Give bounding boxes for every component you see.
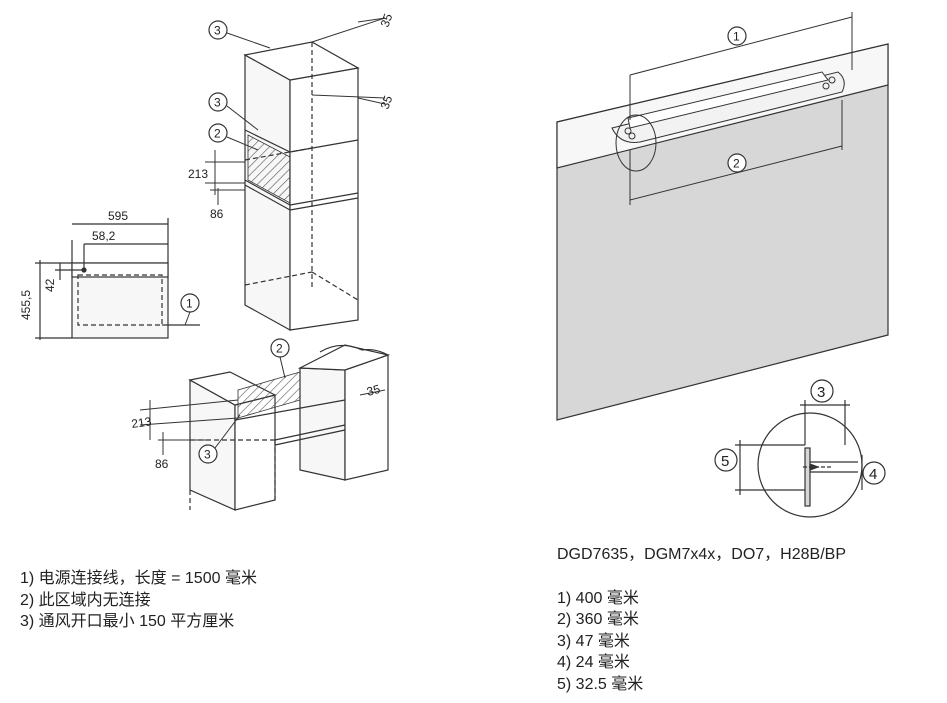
dim-35-lower: 35 [365, 382, 382, 399]
tall-unit-dimensions [205, 17, 386, 205]
door-handle [611, 71, 845, 143]
callout-2-handle: 2 [727, 153, 747, 173]
dim-455-5: 455,5 [19, 290, 33, 320]
svg-text:3: 3 [214, 96, 221, 110]
svg-text:1: 1 [733, 30, 740, 44]
handle-dimensions [629, 12, 853, 205]
svg-text:3: 3 [214, 24, 221, 38]
dimension-item-1: 1) 400 毫米 [557, 589, 639, 607]
handle-detail-circle-left [615, 114, 657, 172]
legend-item-3: 3) 通风开口最小 150 平方厘米 [20, 613, 235, 630]
legend-item-1: 1) 电源连接线，长度 = 1500 毫米 [20, 570, 257, 587]
dim-58-2: 58,2 [92, 229, 116, 243]
tall-housing-unit [243, 41, 360, 332]
callout-1-handle: 1 [727, 26, 747, 46]
svg-text:3: 3 [204, 448, 211, 462]
svg-text:2: 2 [214, 127, 221, 141]
callout-2-lower: 2 [270, 338, 290, 379]
dim-213-lower: 213 [130, 414, 152, 431]
front-view-oven [35, 218, 200, 340]
callout-3-detail: 3 [810, 379, 834, 403]
base-unit-dimensions [139, 389, 386, 455]
installation-diagram: 35 35 213 86 3 3 2 595 58,2 455,5 42 [19, 11, 889, 518]
dim-35-top: 35 [378, 11, 396, 29]
callout-4-detail: 4 [862, 461, 886, 485]
callout-3-top: 3 [208, 20, 271, 49]
svg-text:2: 2 [733, 157, 740, 171]
legend-item-2: 2) 此区域内无连接 [20, 591, 151, 609]
callout-3-lower: 3 [198, 414, 241, 464]
callout-5-detail: 5 [714, 448, 738, 472]
svg-text:4: 4 [869, 466, 877, 483]
model-list: DGD7635，DGM7x4x，DO7，H28B/BP [557, 546, 846, 563]
callout-3-mid: 3 [208, 92, 259, 131]
dim-35-mid: 35 [378, 93, 396, 111]
svg-text:1: 1 [186, 297, 193, 311]
svg-text:3: 3 [817, 384, 825, 401]
dim-86-upper: 86 [210, 207, 224, 221]
legend-right: DGD7635，DGM7x4x，DO7，H28B/BP 1) 400 毫米 2)… [557, 544, 846, 695]
dimension-item-5: 5) 32.5 毫米 [557, 675, 644, 693]
dimension-item-3: 3) 47 毫米 [557, 632, 630, 650]
dim-213-upper: 213 [188, 167, 208, 181]
no-connection-zone-upper [247, 134, 291, 204]
no-connection-zone-lower [237, 371, 301, 419]
dim-42: 42 [43, 278, 57, 292]
dimension-item-2: 2) 360 毫米 [557, 611, 639, 628]
legend-left: 1) 电源连接线，长度 = 1500 毫米 2) 此区域内无连接 3) 通风开口… [20, 568, 257, 633]
dimension-item-4: 4) 24 毫米 [557, 654, 630, 671]
handle-detail-magnified [735, 400, 863, 518]
dim-86-lower: 86 [155, 457, 169, 471]
dim-595: 595 [108, 209, 128, 223]
base-unit [188, 344, 391, 511]
svg-text:5: 5 [721, 453, 729, 470]
svg-text:2: 2 [276, 342, 283, 356]
callout-2-upper: 2 [208, 123, 259, 151]
callout-1-front: 1 [180, 293, 200, 326]
